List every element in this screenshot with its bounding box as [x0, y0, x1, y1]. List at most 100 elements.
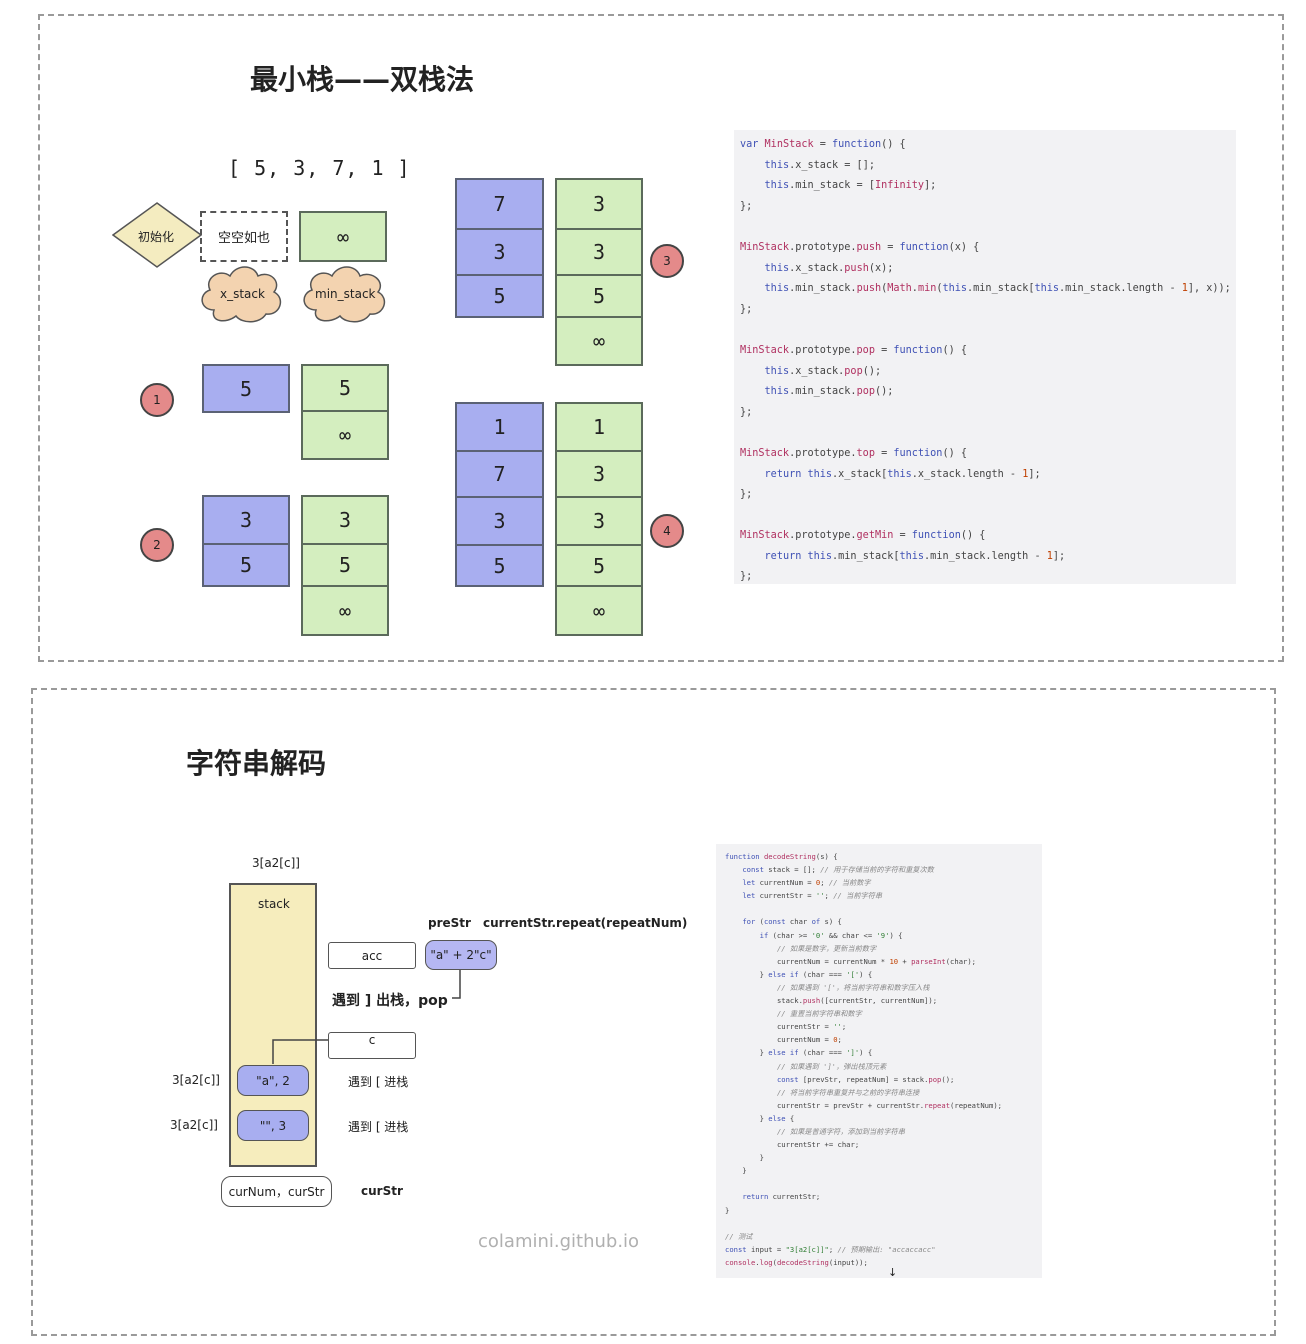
prestr-value: "a" + 2"c"	[430, 948, 492, 962]
min-stack-label: min_stack	[315, 287, 376, 301]
init-label: 初始化	[138, 230, 175, 244]
step2-min-2: ∞	[301, 585, 389, 636]
decode-string-code-block: function decodeString(s) { const stack =…	[716, 844, 1042, 1278]
step3-x-2: 5	[455, 274, 544, 318]
step4-min-1: 3	[555, 450, 643, 498]
acc-box: acc	[328, 942, 416, 969]
decode-code-line: currentNum = currentNum * 10 + parseInt(…	[776, 956, 977, 966]
decode-code-line: }	[725, 1153, 764, 1163]
min-stack-code-line	[740, 320, 1236, 341]
decode-code-line: // 测试	[725, 1231, 753, 1241]
step1-min-0: 5	[301, 364, 389, 412]
watermark: colamini.github.io	[478, 1231, 640, 1252]
prestr-box: "a" + 2"c"	[425, 940, 497, 970]
min-stack-code-line: this.min_stack.push(Math.min(this.min_st…	[764, 283, 1231, 295]
step2-x-0: 3	[202, 495, 290, 545]
side-label-1: 3[a2[c]]	[172, 1073, 220, 1087]
decode-code-line: // 如果遇到 ']'，弹出栈顶元素	[776, 1061, 887, 1071]
step4-min-3: 5	[555, 544, 643, 587]
empty-x-stack-box: 空空如也	[200, 211, 288, 262]
step4-x-3: 5	[455, 544, 544, 587]
stack-item-1-label: "a", 2	[256, 1073, 290, 1088]
min-stack-code-line: return this.x_stack[this.x_stack.length …	[764, 468, 1041, 480]
min-stack-code-line: this.min_stack.pop();	[764, 386, 894, 398]
min-stack-code-line: this.min_stack = [Infinity];	[764, 180, 937, 192]
decode-code-line: const [prevStr, repeatNum] = stack.pop()…	[776, 1074, 955, 1084]
x-stack-cloud	[201, 266, 282, 323]
min-stack-code-line: MinStack.prototype.push = function(x) {	[740, 241, 980, 253]
array-label: [ 5, 3, 7, 1 ]	[228, 156, 411, 180]
pop-label: 遇到 ] 出栈，pop	[332, 993, 448, 1009]
step3-min-3: ∞	[555, 316, 643, 366]
push-label-1: 遇到 [ 进栈	[348, 1075, 409, 1089]
step4-x-2: 3	[455, 496, 544, 546]
decode-code-line: // 如果是数字，更新当前数字	[776, 943, 877, 953]
min-stack-code-line: this.x_stack = [];	[764, 159, 875, 171]
step4-x-1: 7	[455, 450, 544, 498]
step4-min-4: ∞	[555, 585, 643, 636]
repeat-label: currentStr.repeat(repeatNum)	[483, 916, 688, 930]
curnum-curstr-box: curNum，curStr	[221, 1176, 332, 1207]
decode-code-line: if (char >= '0' && char <= '9') {	[759, 930, 903, 940]
decode-code-line	[725, 902, 1042, 915]
min-stack-code-line	[740, 423, 1236, 444]
min-stack-code-line	[740, 217, 1236, 238]
decode-code-line: // 将当前字符串重复并与之前的字符串连接	[776, 1087, 920, 1097]
decode-code-line: function decodeString(s) {	[725, 852, 838, 861]
prestr-label: preStr	[428, 916, 471, 930]
min-stack-code-line: MinStack.prototype.top = function() {	[740, 447, 967, 459]
side-label-2: 3[a2[c]]	[170, 1118, 218, 1132]
x-stack-label: x_stack	[220, 287, 265, 301]
step3-min-0: 3	[555, 178, 643, 230]
curnum-curstr-label: curNum，curStr	[228, 1185, 325, 1199]
decode-code-line: // 如果是普通字符，添加到当前字符串	[776, 1126, 905, 1136]
min-stack-cloud	[303, 266, 386, 323]
step-3-marker: 3	[650, 244, 684, 278]
decode-code-line: }	[725, 1205, 730, 1215]
curstr-label: curStr	[361, 1184, 403, 1198]
min-stack-code-line	[740, 506, 1236, 527]
stack-item-1: "a", 2	[237, 1065, 309, 1096]
step4-x-0: 1	[455, 402, 544, 452]
step1-x-0: 5	[202, 364, 290, 413]
min-stack-code-line: };	[740, 406, 753, 418]
decode-code-line: let currentNum = 0; // 当前数字	[742, 878, 871, 888]
step4-min-0: 1	[555, 402, 643, 452]
decode-code-line: currentStr = prevStr + currentStr.repeat…	[776, 1100, 1002, 1110]
decode-code-line: let currentStr = ''; // 当前字符串	[742, 891, 883, 901]
decode-code-line: // 重置当前字符串和数字	[776, 1009, 862, 1019]
decode-code-line	[725, 1177, 1042, 1190]
min-stack-code-line: };	[740, 489, 753, 501]
decode-code-line: } else if (char === '[') {	[725, 969, 873, 979]
min-stack-code-line: return this.min_stack[this.min_stack.len…	[764, 550, 1066, 562]
decode-code-line: const stack = []; // 用于存储当前的字符和重复次数	[742, 865, 934, 875]
decode-code-line: currentStr = '';	[776, 1022, 847, 1032]
step2-min-1: 5	[301, 543, 389, 587]
min-stack-code-line: };	[740, 200, 753, 212]
input-label: 3[a2[c]]	[252, 856, 300, 870]
decode-code-line: return currentStr;	[742, 1192, 821, 1202]
step-2-marker: 2	[140, 528, 174, 562]
step2-x-1: 5	[202, 543, 290, 587]
decode-code-line: stack.push([currentStr, currentNum]);	[776, 996, 938, 1006]
step4-min-2: 3	[555, 496, 643, 546]
decode-code-line: currentStr += char;	[776, 1140, 860, 1150]
min-stack-panel	[38, 14, 1284, 662]
step-4-marker: 4	[650, 514, 684, 548]
stack-label: stack	[258, 897, 290, 911]
scroll-down-icon[interactable]: ↓	[888, 1266, 898, 1279]
step3-x-0: 7	[455, 178, 544, 230]
decode-code-line: // 如果遇到 '['，将当前字符串和数字压入栈	[776, 982, 930, 992]
step3-min-2: 5	[555, 274, 643, 318]
decode-code-line: const input = "3[a2[c]]"; // 预期输出: "acca…	[725, 1244, 936, 1254]
decode-code-line	[725, 1217, 1042, 1230]
inf-value: ∞	[336, 224, 350, 249]
step-1-marker: 1	[140, 383, 174, 417]
step1-min-1: ∞	[301, 410, 389, 460]
decode-string-title: 字符串解码	[186, 747, 327, 780]
c-box: c	[328, 1032, 416, 1059]
decode-code-line: } else if (char === ']') {	[725, 1048, 873, 1058]
push-label-2: 遇到 [ 进栈	[348, 1120, 409, 1134]
step3-min-1: 3	[555, 228, 643, 276]
min-stack-code-block: var MinStack = function() { this.x_stack…	[734, 130, 1236, 584]
